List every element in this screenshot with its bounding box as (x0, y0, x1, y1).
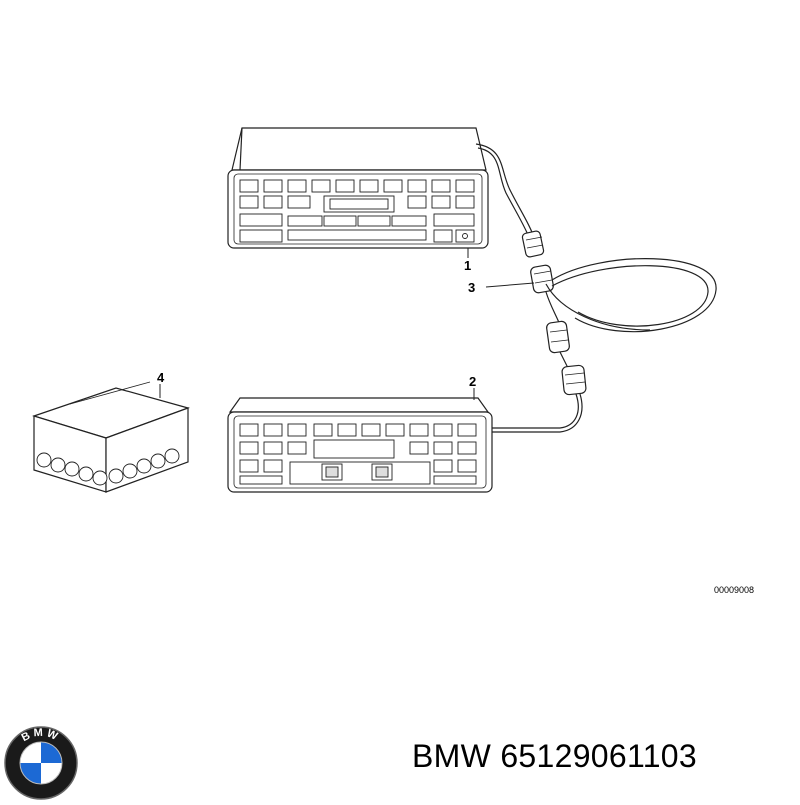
callout-4: 4 (157, 370, 165, 385)
module-box-4 (32, 381, 190, 493)
diagram-reference-code: 00009008 (714, 585, 754, 595)
control-unit-2 (227, 388, 493, 493)
bmw-logo: BMW (0, 722, 86, 800)
control-unit-1 (227, 127, 536, 249)
part-number-caption: BMW 65129061103 (412, 738, 697, 775)
callout-2: 2 (469, 374, 476, 389)
connector-cable-3 (485, 230, 717, 433)
callout-3: 3 (468, 280, 475, 295)
brand-name: BMW (412, 738, 492, 774)
svg-text:BMW: BMW (20, 727, 62, 744)
part-number: 65129061103 (500, 738, 698, 774)
callout-1: 1 (464, 258, 471, 273)
